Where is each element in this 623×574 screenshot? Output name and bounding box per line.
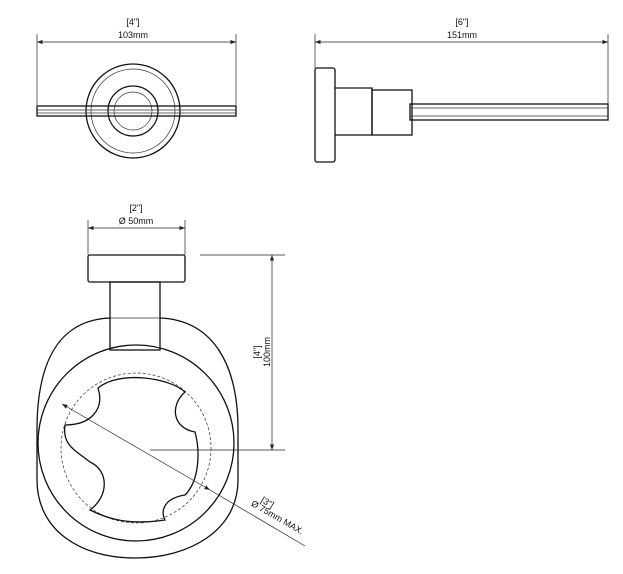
cup-dim-mm: Ø 75mm MAX. <box>249 498 305 536</box>
cup-diameter-dimension-line <box>61 403 211 491</box>
front-view: [4"] 103mm <box>36 17 237 159</box>
top-view: [2"] Ø 50mm [4"] 100mm [3"] Ø 75mm MAX. <box>36 203 306 559</box>
flange-dim-mm: Ø 50mm <box>119 216 154 226</box>
side-view: [6"] 151mm <box>314 17 609 163</box>
flange-dim-inches: [2"] <box>129 203 142 213</box>
height-dim-mm: 100mm <box>262 337 272 367</box>
width-dim-mm: 103mm <box>118 30 148 40</box>
height-dim-inches: [4"] <box>252 345 262 358</box>
length-dim-inches: [6"] <box>455 17 468 27</box>
length-dim-mm: 151mm <box>447 30 477 40</box>
width-dim-inches: [4"] <box>126 17 139 27</box>
